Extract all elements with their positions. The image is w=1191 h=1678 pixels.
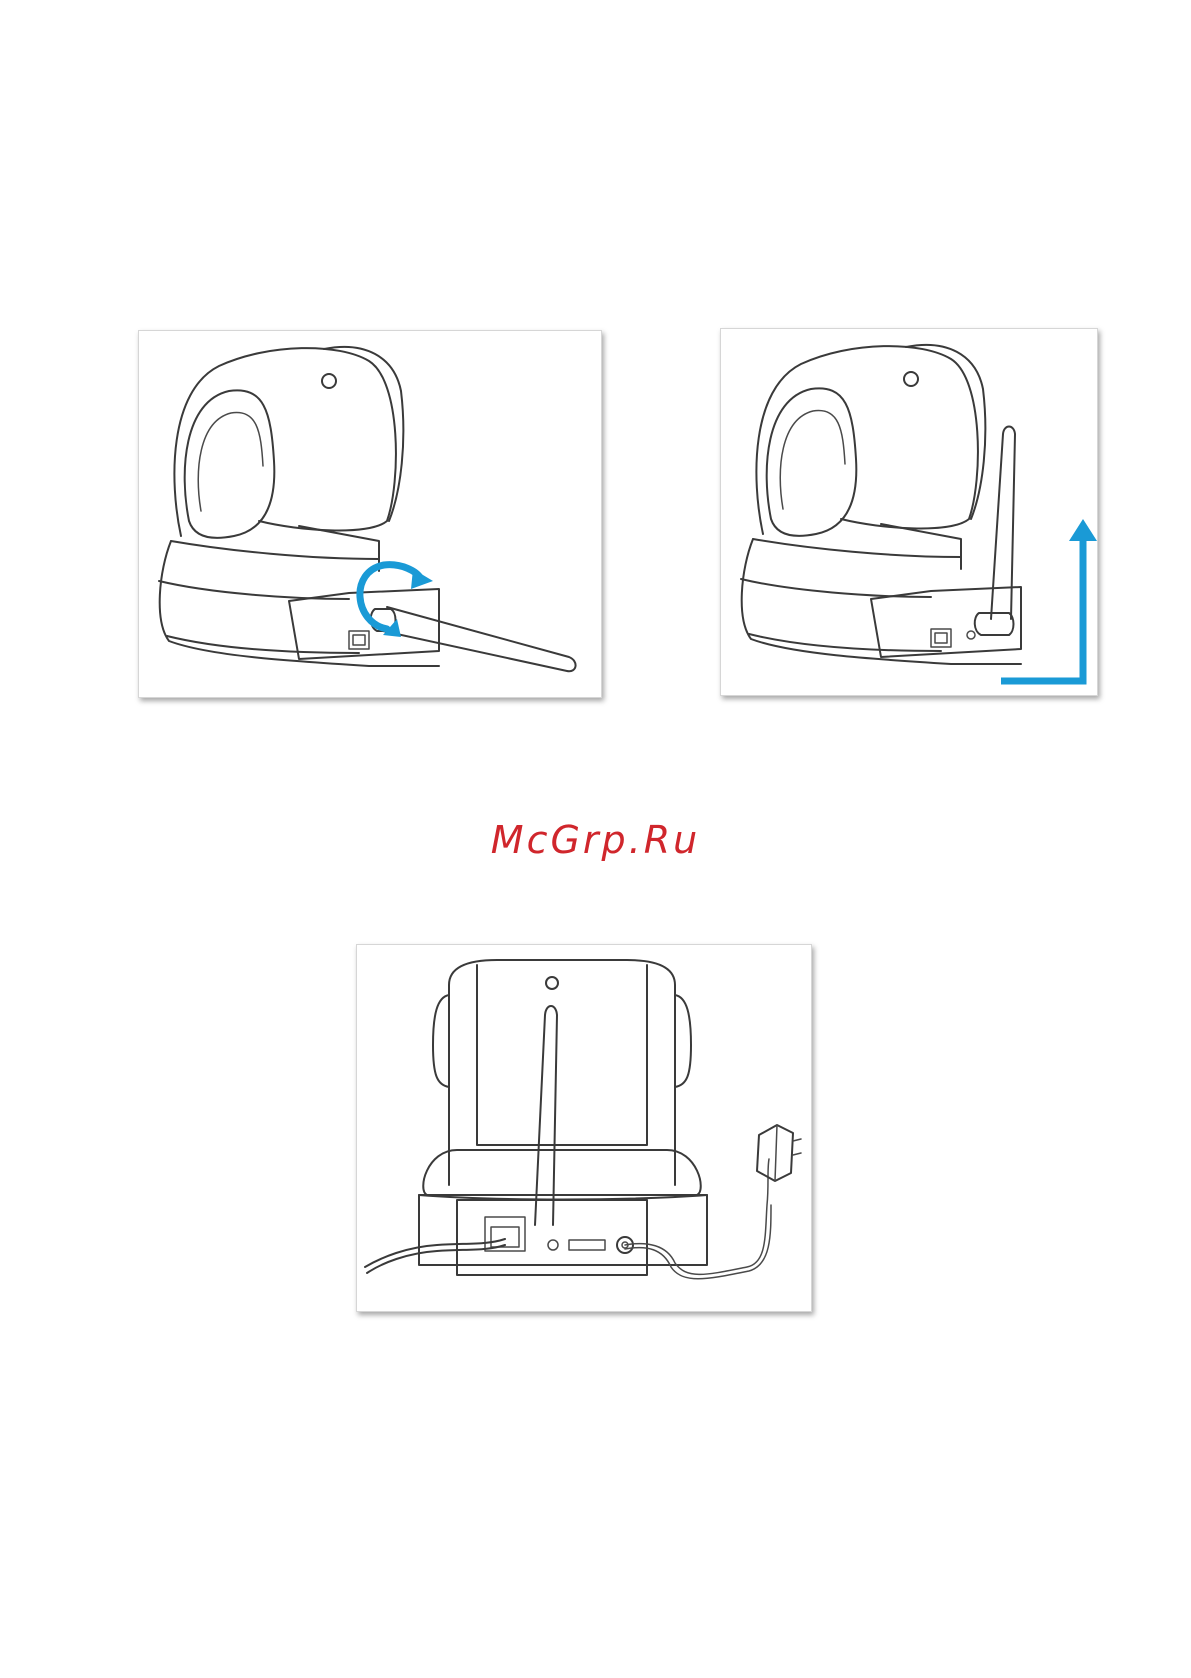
camera-attach-antenna-rotate-icon xyxy=(139,331,601,697)
figure-connect-cables xyxy=(356,944,812,1312)
watermark-text: McGrp.Ru xyxy=(0,818,1191,862)
camera-rear-cable-connection-icon xyxy=(357,945,811,1311)
figure-raise-antenna xyxy=(720,328,1098,696)
camera-raise-antenna-upright-icon xyxy=(721,329,1097,695)
figure-attach-antenna xyxy=(138,330,602,698)
